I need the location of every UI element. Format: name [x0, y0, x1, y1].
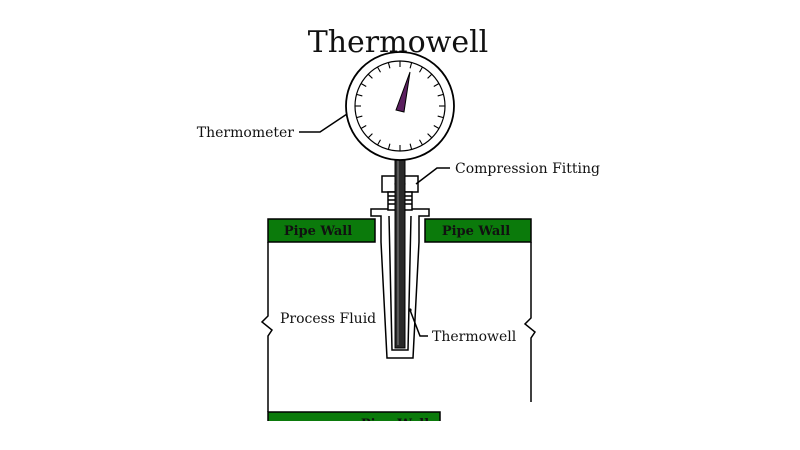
- dial-tick: [437, 115, 444, 119]
- pipe-side-right: [523, 242, 537, 402]
- dial-tick: [419, 66, 423, 73]
- label-thermometer: Thermometer: [197, 113, 348, 141]
- dial-tick: [356, 115, 363, 119]
- label-compression-fitting-text: Compression Fitting: [455, 161, 600, 177]
- dial-tick: [367, 73, 373, 79]
- dial-tick: [437, 93, 444, 97]
- pipe-wall-left-label: Pipe Wall: [284, 224, 352, 239]
- thermometer-stem: [394, 155, 406, 349]
- label-thermowell-text: Thermowell: [432, 329, 517, 345]
- label-thermometer-text: Thermometer: [197, 125, 295, 141]
- dial-tick: [427, 73, 433, 79]
- dial-tick: [377, 66, 381, 73]
- dial-tick: [433, 125, 440, 129]
- dial-tick: [387, 62, 391, 69]
- pipe-wall-bottom: Pipe Wall: [267, 411, 441, 432]
- pipe-wall-right-label: Pipe Wall: [442, 224, 510, 239]
- pipe-wall-left: Pipe Wall: [267, 218, 376, 243]
- dial-tick: [433, 83, 440, 87]
- dial-tick: [360, 125, 367, 129]
- pipe-side-left: [260, 242, 274, 412]
- pipe-wall-right: Pipe Wall: [424, 218, 532, 243]
- dial-tick: [387, 143, 391, 150]
- dial-tick: [409, 62, 413, 69]
- dial-tick: [427, 133, 433, 139]
- dial-tick: [367, 133, 373, 139]
- thermowell-bore: [388, 215, 412, 351]
- label-thermowell: Thermowell: [408, 308, 517, 345]
- label-process-fluid: Process Fluid: [280, 311, 376, 327]
- thermometer-needle-icon: [395, 71, 411, 113]
- dial-tick: [360, 83, 367, 87]
- dial-tick: [419, 139, 423, 146]
- dial-ticks: [355, 61, 445, 151]
- dial-tick: [409, 143, 413, 150]
- dial-tick: [356, 93, 363, 97]
- thermometer-dial: [345, 51, 455, 161]
- label-compression-fitting: Compression Fitting: [415, 161, 600, 185]
- dial-tick: [377, 139, 381, 146]
- pipe-wall-bottom-label: Pipe Wall: [361, 417, 429, 432]
